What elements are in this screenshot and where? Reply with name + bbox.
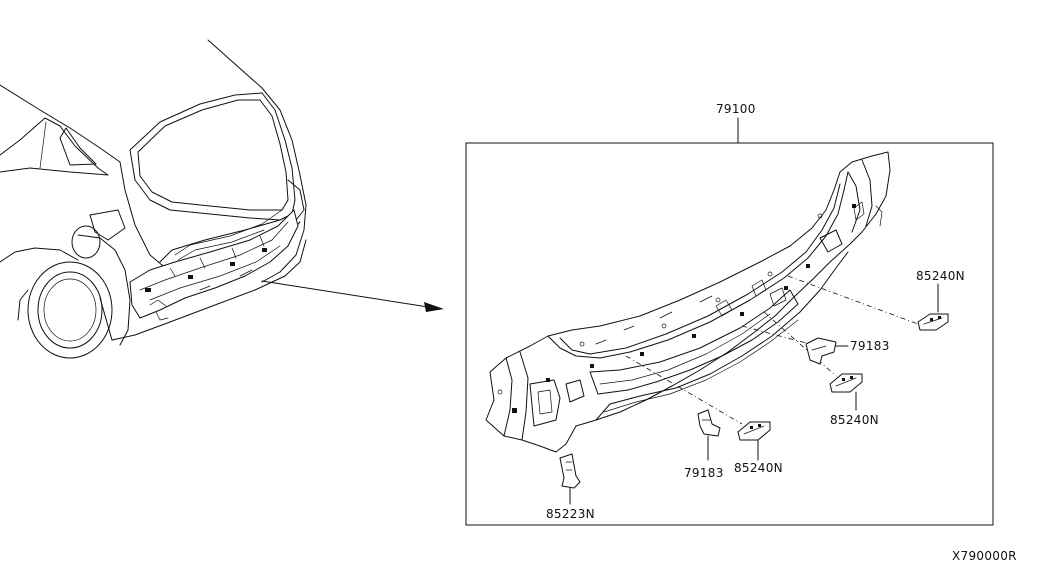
drawing-code: X790000R (952, 549, 1017, 563)
detail-frame (465, 142, 994, 526)
clip-85240n-mid-right (829, 373, 863, 411)
callout-85240n-top-right: 85240N (916, 269, 965, 283)
callout-85240n-mid-right: 85240N (830, 413, 879, 427)
callout-85240n-bottom: 85240N (734, 461, 783, 475)
callout-79183-bottom: 79183 (684, 466, 724, 480)
callout-79100: 79100 (716, 102, 756, 116)
bracket-79183-bottom (697, 409, 721, 461)
bracket-85223n-left (559, 453, 581, 505)
bracket-79183-right (805, 337, 849, 365)
clip-85240n-bottom (737, 421, 771, 461)
callout-85223n-left: 85223N (546, 507, 595, 521)
detail-arrow (261, 280, 444, 312)
rear-panel-assembly (485, 151, 891, 453)
vehicle-rear-illustration (0, 39, 307, 359)
assembly-guide-lines (625, 275, 919, 425)
clip-85240n-top-right (917, 283, 949, 331)
callout-79183-right: 79183 (850, 339, 890, 353)
